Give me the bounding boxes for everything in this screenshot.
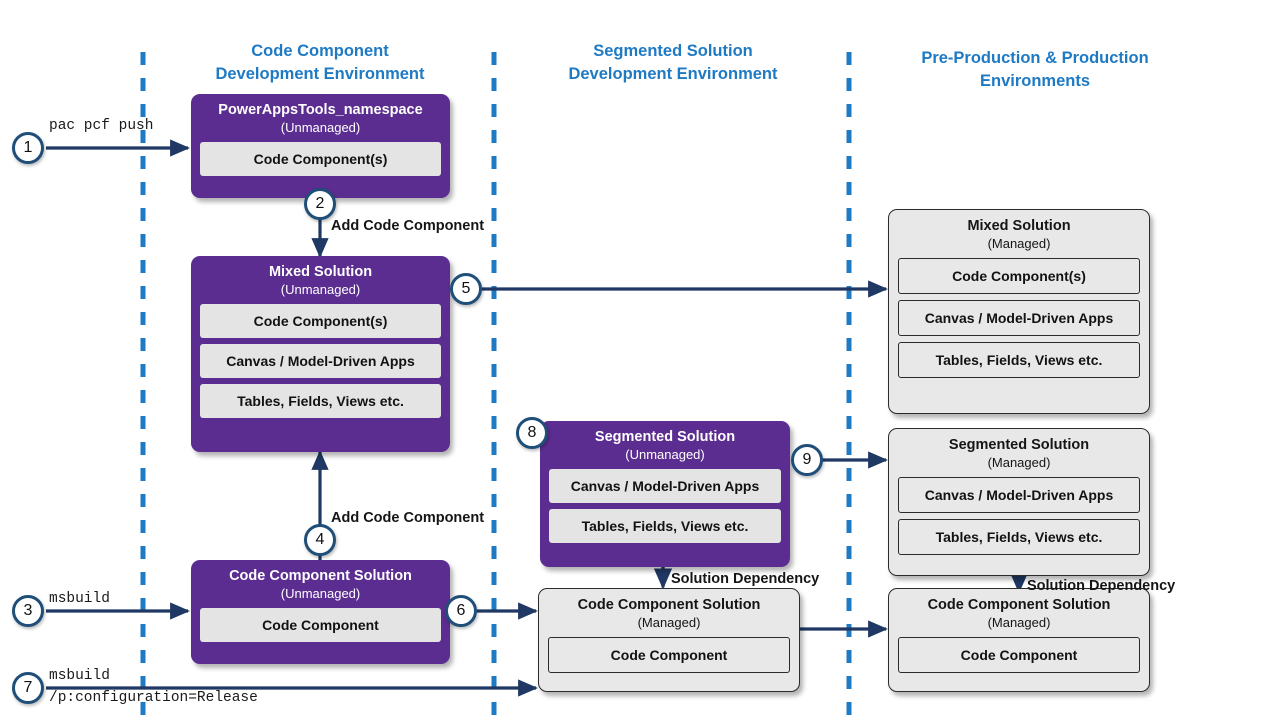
box-item[interactable]: Canvas / Model-Driven Apps	[898, 477, 1140, 513]
box-segmented-solution-managed[interactable]: Segmented Solution (Managed) Canvas / Mo…	[888, 428, 1150, 576]
lane-title-line2: Development Environment	[568, 65, 778, 83]
box-title: Mixed Solution (Managed)	[898, 217, 1140, 252]
box-title-text: Segmented Solution	[948, 437, 1090, 453]
command-msbuild-release-line2: /p:configuration=Release	[49, 690, 258, 706]
box-state-text: (Managed)	[637, 615, 701, 630]
box-item[interactable]: Tables, Fields, Views etc.	[898, 519, 1140, 555]
label-add-code-component-bottom: Add Code Component	[331, 510, 485, 526]
step-circle-9[interactable]: 9	[791, 444, 823, 476]
lane-title-line1: Code Component	[251, 42, 389, 60]
box-segmented-solution-unmanaged[interactable]: Segmented Solution (Unmanaged) Canvas / …	[540, 421, 790, 567]
box-item[interactable]: Tables, Fields, Views etc.	[898, 342, 1140, 378]
label-solution-dependency-mid: Solution Dependency	[671, 571, 820, 587]
box-title: Code Component Solution (Managed)	[898, 596, 1140, 631]
box-item[interactable]: Code Component(s)	[898, 258, 1140, 294]
box-title: Code Component Solution (Unmanaged)	[200, 567, 441, 602]
box-item[interactable]: Code Component	[548, 637, 790, 673]
lane-title-segmented-solution: Segmented Solution Development Environme…	[528, 40, 818, 86]
step-circle-5[interactable]: 5	[450, 273, 482, 305]
box-mixed-solution-managed[interactable]: Mixed Solution (Managed) Code Component(…	[888, 209, 1150, 414]
command-msbuild-release-line1: msbuild	[49, 668, 110, 684]
box-title-text: Mixed Solution	[967, 218, 1071, 234]
box-code-component-solution-managed-mid[interactable]: Code Component Solution (Managed) Code C…	[538, 588, 800, 692]
step-circle-6[interactable]: 6	[445, 595, 477, 627]
step-circle-3[interactable]: 3	[12, 595, 44, 627]
step-circle-2[interactable]: 2	[304, 188, 336, 220]
lane-title-line1: Pre-Production & Production	[921, 49, 1149, 67]
box-title: Segmented Solution (Unmanaged)	[549, 428, 781, 463]
box-title: Code Component Solution (Managed)	[548, 596, 790, 631]
box-title: PowerAppsTools_namespace (Unmanaged)	[200, 101, 441, 136]
box-title-text: Code Component Solution	[229, 568, 412, 584]
label-solution-dependency-right: Solution Dependency	[1027, 578, 1176, 594]
box-title-text: PowerAppsTools_namespace	[218, 102, 423, 118]
lane-title-code-component: Code Component Development Environment	[175, 40, 465, 86]
box-title: Mixed Solution (Unmanaged)	[200, 263, 441, 298]
box-item[interactable]: Canvas / Model-Driven Apps	[549, 469, 781, 503]
box-title-text: Code Component Solution	[577, 597, 761, 613]
box-state-text: (Unmanaged)	[625, 447, 705, 462]
lane-title-preprod-production: Pre-Production & Production Environments	[880, 47, 1190, 93]
box-item[interactable]: Canvas / Model-Driven Apps	[898, 300, 1140, 336]
box-title-text: Segmented Solution	[594, 429, 736, 445]
step-circle-4[interactable]: 4	[304, 524, 336, 556]
lane-title-line1: Segmented Solution	[593, 42, 753, 60]
box-item[interactable]: Code Component	[200, 608, 441, 642]
box-state-text: (Unmanaged)	[280, 282, 361, 297]
box-state-text: (Unmanaged)	[280, 120, 361, 135]
command-pac-pcf-push: pac pcf push	[49, 118, 154, 134]
box-item[interactable]: Tables, Fields, Views etc.	[200, 384, 441, 418]
box-item[interactable]: Code Component(s)	[200, 304, 441, 338]
box-title: Segmented Solution (Managed)	[898, 436, 1140, 471]
box-item[interactable]: Canvas / Model-Driven Apps	[200, 344, 441, 378]
step-circle-8[interactable]: 8	[516, 417, 548, 449]
box-mixed-solution-unmanaged[interactable]: Mixed Solution (Unmanaged) Code Componen…	[191, 256, 450, 452]
box-state-text: (Unmanaged)	[280, 586, 361, 601]
box-code-component-solution-managed-right[interactable]: Code Component Solution (Managed) Code C…	[888, 588, 1150, 692]
box-code-component-solution-unmanaged[interactable]: Code Component Solution (Unmanaged) Code…	[191, 560, 450, 664]
box-state-text: (Managed)	[987, 455, 1051, 470]
lane-title-line2: Development Environment	[215, 65, 425, 83]
lane-title-line2: Environments	[979, 72, 1091, 90]
box-title-text: Mixed Solution	[268, 264, 373, 280]
box-item[interactable]: Code Component	[898, 637, 1140, 673]
box-title-text: Code Component Solution	[927, 597, 1111, 613]
box-powerappstools-namespace[interactable]: PowerAppsTools_namespace (Unmanaged) Cod…	[191, 94, 450, 198]
command-msbuild: msbuild	[49, 591, 110, 607]
box-state-text: (Managed)	[987, 236, 1051, 251]
box-item[interactable]: Code Component(s)	[200, 142, 441, 176]
box-state-text: (Managed)	[987, 615, 1051, 630]
label-add-code-component-top: Add Code Component	[331, 218, 485, 234]
step-circle-1[interactable]: 1	[12, 132, 44, 164]
box-item[interactable]: Tables, Fields, Views etc.	[549, 509, 781, 543]
step-circle-7[interactable]: 7	[12, 672, 44, 704]
